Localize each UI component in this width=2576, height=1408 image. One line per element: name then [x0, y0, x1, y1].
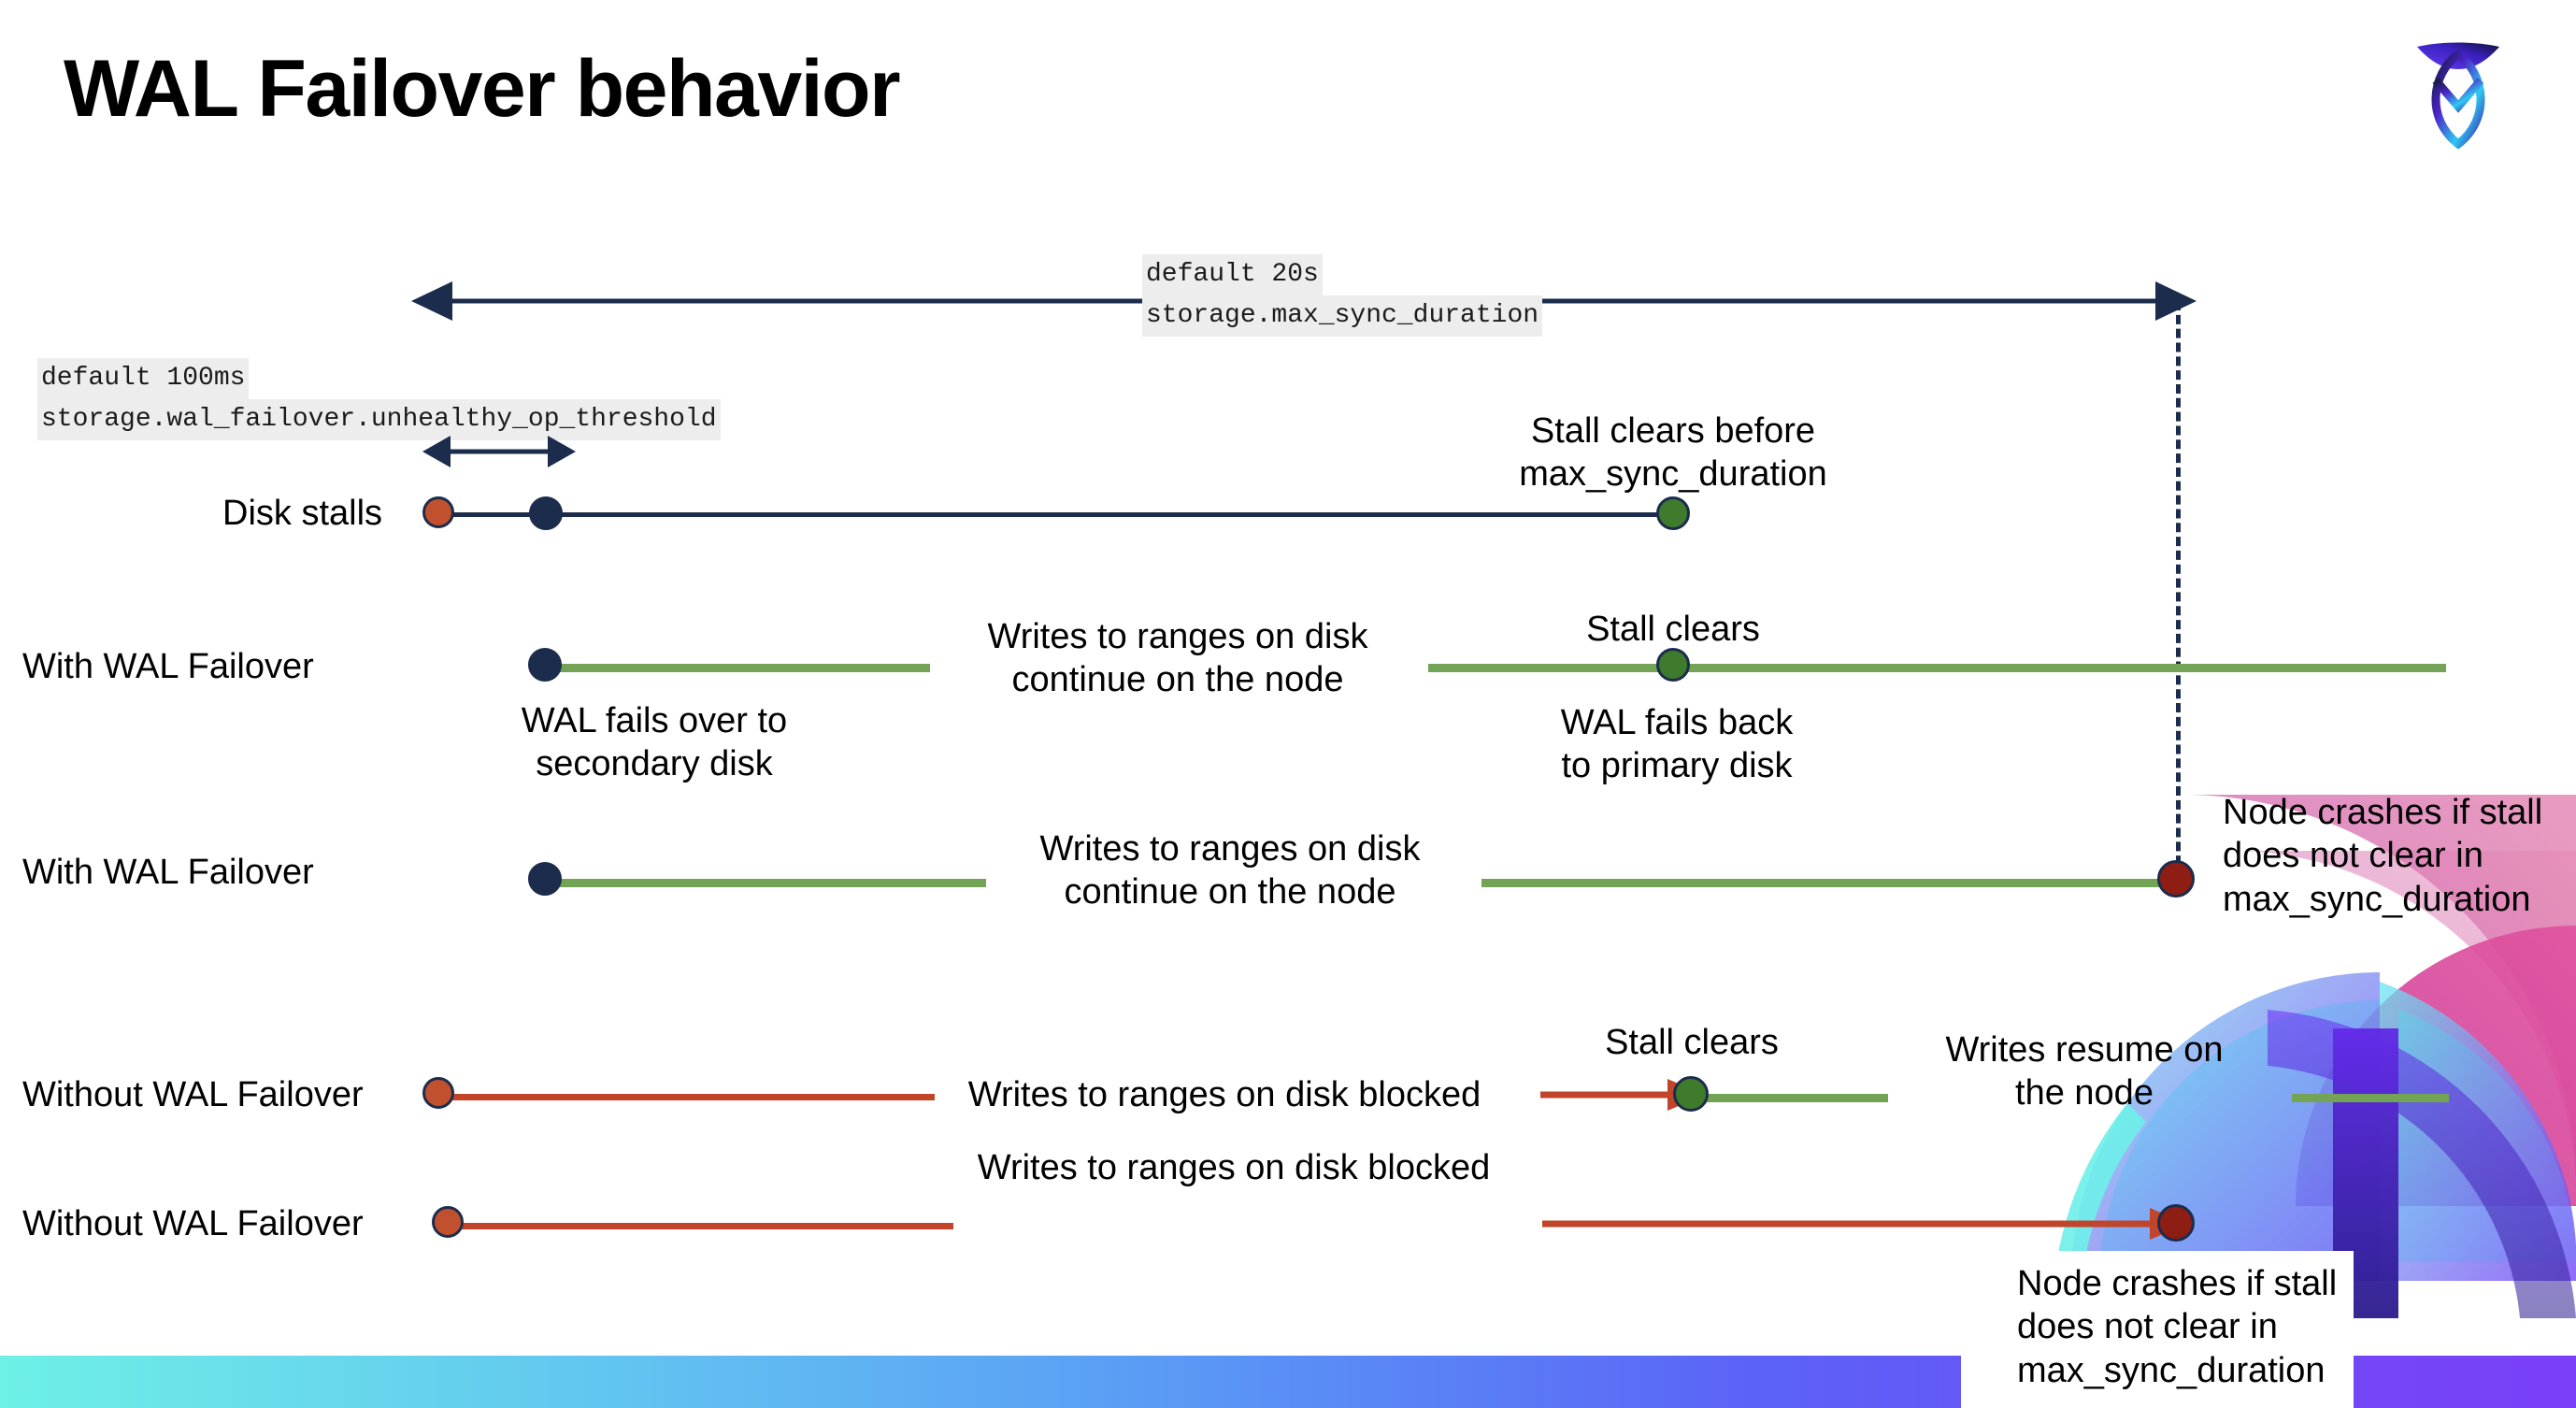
unhealthy-op-setting-chip: storage.wal_failover.unhealthy_op_thresh… — [37, 399, 721, 440]
without-failover-2-track-left — [449, 1223, 953, 1229]
without-failover-1-stall-clears-dot[interactable] — [1673, 1076, 1709, 1112]
note-writes-resume: Writes resume on the node — [1945, 1030, 2224, 1113]
with-failover-2-failover-dot[interactable] — [528, 862, 562, 896]
disk-stall-failover-dot[interactable] — [529, 496, 563, 530]
with-failover-1-track-left — [547, 664, 930, 672]
note-stall-clears-2: Stall clears — [1605, 1023, 1779, 1062]
note-stall-clears-before-max-sync: Stall clears before max_sync_duration — [1519, 411, 1827, 495]
without-failover-1-track-right — [1696, 1094, 1888, 1102]
max-sync-setting-chip: storage.max_sync_duration — [1142, 295, 1543, 337]
without-failover-2-node-crash-dot[interactable] — [2157, 1204, 2195, 1242]
note-stall-clears-1: Stall clears — [1586, 610, 1760, 649]
note-wal-fails-over: WAL fails over to secondary disk — [521, 701, 788, 784]
cockroachdb-logo-icon — [2417, 42, 2499, 150]
unhealthy-op-threshold-span-arrow — [422, 436, 576, 467]
without-failover-1-track-far-right — [2292, 1094, 2449, 1102]
with-failover-1-track-right — [1428, 664, 2446, 672]
max-sync-deadline-dashed-line — [2176, 301, 2181, 879]
note-node-crashes-2: Node crashes if stall does not clear in … — [2017, 1264, 2338, 1390]
page-title: WAL Failover behavior — [64, 44, 901, 134]
row-label-with-wal-failover-1: With WAL Failover — [22, 647, 314, 686]
with-failover-2-track-left — [547, 879, 986, 887]
without-failover-2-blocked-arrow — [1542, 1208, 2187, 1240]
disk-stall-cleared-dot[interactable] — [1656, 496, 1690, 530]
with-failover-1-failover-dot[interactable] — [528, 648, 562, 682]
row-label-with-wal-failover-2: With WAL Failover — [22, 853, 314, 892]
without-failover-2-stall-start-dot[interactable] — [432, 1206, 464, 1238]
row-label-without-wal-failover-1: Without WAL Failover — [22, 1075, 364, 1114]
row-label-disk-stalls: Disk stalls — [222, 494, 383, 533]
note-wal-fails-back: WAL fails back to primary disk — [1560, 703, 1794, 786]
unhealthy-op-default-chip: default 100ms — [37, 358, 250, 399]
disk-stalls-track — [439, 512, 1673, 517]
without-failover-1-stall-start-dot[interactable] — [422, 1077, 454, 1109]
note-node-crashes-1: Node crashes if stall does not clear in … — [2223, 793, 2543, 919]
node-crash-callout-backdrop — [1961, 1251, 2354, 1408]
without-failover-1-track-left — [439, 1094, 935, 1100]
note-writes-blocked-2: Writes to ranges on disk blocked — [977, 1148, 1491, 1187]
with-failover-1-stall-clears-dot[interactable] — [1656, 648, 1690, 682]
with-failover-2-track-right — [1481, 879, 2178, 887]
row-label-without-wal-failover-2: Without WAL Failover — [22, 1204, 364, 1243]
max-sync-default-chip: default 20s — [1142, 254, 1323, 295]
note-writes-blocked-1: Writes to ranges on disk blocked — [967, 1075, 1481, 1114]
note-writes-continue-2: Writes to ranges on disk continue on the… — [1039, 829, 1421, 912]
note-writes-continue-1: Writes to ranges on disk continue on the… — [987, 617, 1368, 700]
with-failover-2-node-crash-dot[interactable] — [2157, 860, 2195, 898]
disk-stall-start-dot[interactable] — [422, 496, 454, 528]
